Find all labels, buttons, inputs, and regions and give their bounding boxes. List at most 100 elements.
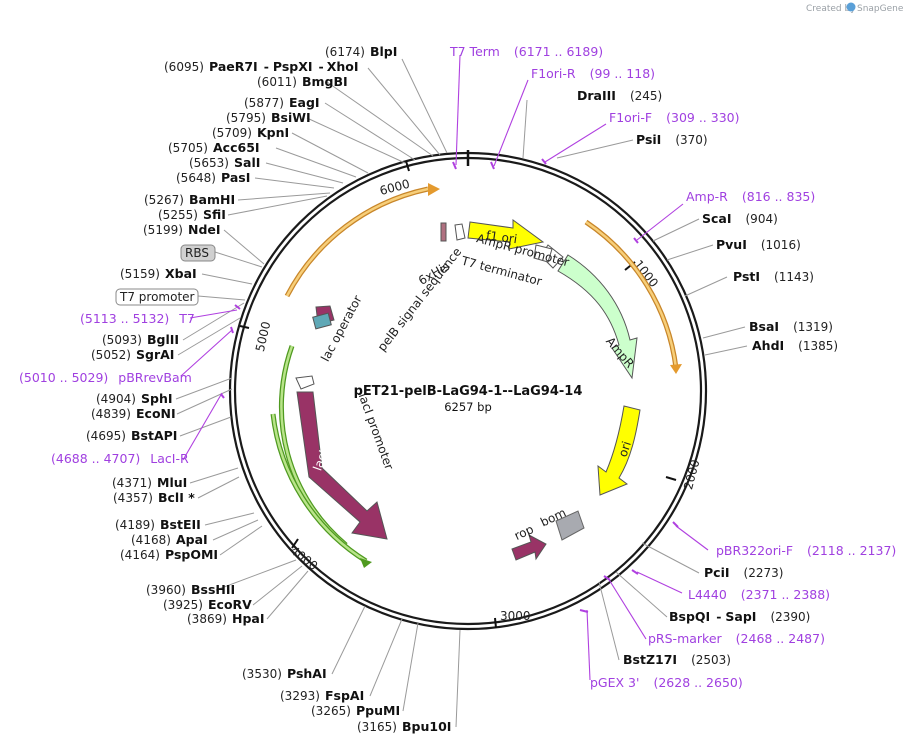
primer-prs-marker: pRS-marker(2468 .. 2487) bbox=[648, 631, 825, 646]
site-bstapi: (4695) BstAPI bbox=[86, 425, 177, 444]
site-mlui: (4371) MluI bbox=[112, 472, 187, 491]
site-sali: (5653) SalI bbox=[189, 152, 260, 171]
t7-promoter-label: T7 promoter bbox=[119, 290, 195, 304]
ori-arrow bbox=[597, 405, 641, 496]
ruler-tick bbox=[665, 476, 677, 481]
site-bsshii: (3960) BssHII bbox=[146, 579, 235, 598]
laci-promoter-arrow bbox=[295, 375, 315, 390]
orange-arc-right-fill bbox=[585, 220, 678, 369]
orange-arc-left-fill bbox=[285, 187, 429, 297]
ruler-label: 3000 bbox=[500, 609, 531, 623]
site-bsiwi: (5795) BsiWI bbox=[226, 107, 311, 126]
site-ahdi: AhdI(1385) bbox=[752, 338, 838, 353]
site-bamhi: (5267) BamHI bbox=[144, 189, 235, 208]
ruler-label: 4000 bbox=[288, 543, 321, 573]
orange-arc-right-head bbox=[670, 364, 682, 374]
site-pvui: PvuI(1016) bbox=[716, 237, 801, 252]
ruler-label: 5000 bbox=[253, 320, 274, 353]
ruler-tick bbox=[405, 160, 410, 172]
site-bstz17i: BstZ17I(2503) bbox=[623, 652, 731, 667]
primer-ticks bbox=[220, 158, 679, 613]
site-sgrai: (5052) SgrAI bbox=[91, 344, 174, 363]
plasmid-name: pET21-pelB-LaG94-1--LaG94-14 bbox=[354, 384, 583, 399]
pelb-label: pelB signal sequence bbox=[375, 245, 465, 354]
orange-arc-left bbox=[284, 186, 429, 298]
site-fspai: (3293) FspAI bbox=[280, 685, 364, 704]
site-draiii: DraIII(245) bbox=[577, 88, 662, 103]
site-ndei: (5199) NdeI bbox=[143, 219, 221, 238]
primer-f1ori-f: F1ori-F(309 .. 330) bbox=[609, 110, 739, 125]
primer-labels: T7 Term(6171 .. 6189) F1ori-R(99 .. 118)… bbox=[19, 44, 896, 690]
ruler-tick bbox=[239, 325, 250, 329]
site-ecorv: (3925) EcoRV bbox=[163, 594, 252, 613]
site-hpai: (3869) HpaI bbox=[187, 608, 265, 627]
primer-l4440: L4440(2371 .. 2388) bbox=[688, 587, 830, 602]
plasmid-size: 6257 bp bbox=[444, 400, 492, 414]
site-bmgbi: (6011) BmgBI bbox=[257, 71, 348, 90]
site-bcli: (4357) BclI * bbox=[113, 487, 195, 506]
primer-pbr322ori-f: pBR322ori-F(2118 .. 2137) bbox=[716, 543, 896, 558]
primer-t7-term: T7 Term(6171 .. 6189) bbox=[449, 44, 603, 59]
t7-promoter-box bbox=[115, 288, 199, 306]
credit-brand: SnapGene bbox=[857, 4, 904, 14]
site-bsai: BsaI(1319) bbox=[749, 319, 833, 334]
snapgene-logo-icon bbox=[846, 2, 856, 12]
site-scai: ScaI(904) bbox=[702, 211, 778, 226]
credit-prefix: Created by bbox=[806, 4, 856, 14]
site-paer7i: (6095) PaeR7I-PspXI-XhoI bbox=[164, 56, 359, 75]
primer-f1ori-r: F1ori-R(99 .. 118) bbox=[531, 66, 655, 81]
site-psii: PsiI(370) bbox=[636, 132, 708, 147]
primer-laci-r: (4688 .. 4707)LacI-R bbox=[51, 451, 189, 466]
primer-amp-r: Amp-R(816 .. 835) bbox=[686, 189, 815, 204]
site-econi: (4839) EcoNI bbox=[91, 403, 176, 422]
ruler-tick bbox=[291, 538, 299, 549]
boxed-labels: RBS T7 promoter bbox=[115, 244, 216, 306]
site-blpi: (6174) BlpI bbox=[325, 41, 397, 60]
ruler-tick bbox=[494, 617, 497, 629]
credit: Created by SnapGene bbox=[806, 2, 904, 14]
rbs-box bbox=[180, 244, 216, 262]
lac-operator-label: lac operator bbox=[318, 293, 365, 364]
t7-term-arrow bbox=[454, 223, 466, 241]
bom-box bbox=[555, 510, 585, 541]
ori-label: ori bbox=[616, 440, 634, 459]
site-xbai: (5159) XbaI bbox=[120, 263, 197, 282]
site-pshai: (3530) PshAI bbox=[242, 663, 327, 682]
site-kpni: (5709) KpnI bbox=[212, 122, 289, 141]
site-pcii: PciI(2273) bbox=[704, 565, 783, 580]
laci-arrow bbox=[296, 391, 388, 540]
site-bspqi: BspQI-SapI(2390) bbox=[669, 609, 810, 624]
site-apai: (4168) ApaI bbox=[131, 529, 208, 548]
site-bsteii: (4189) BstEII bbox=[115, 514, 201, 533]
primer-pgex3: pGEX 3'(2628 .. 2650) bbox=[590, 675, 743, 690]
site-pasi: (5648) PasI bbox=[176, 167, 250, 186]
site-bglii: (5093) BglII bbox=[102, 329, 179, 348]
rbs-label: RBS bbox=[185, 246, 209, 260]
site-pspomi: (4164) PspOMI bbox=[120, 544, 218, 563]
f1-ori-label: f1 ori bbox=[485, 228, 518, 246]
site-eagi: (5877) EagI bbox=[244, 92, 320, 111]
green-arc-head bbox=[360, 558, 372, 568]
orange-arc-left-head bbox=[428, 183, 440, 196]
laci-promoter-label: lacI promoter bbox=[356, 391, 397, 471]
his-tag-box bbox=[312, 312, 332, 330]
site-sfii: (5255) SfiI bbox=[158, 204, 226, 223]
small-feature-box bbox=[533, 244, 553, 263]
ampr-arrow bbox=[557, 254, 638, 380]
site-bpu10i: (3165) Bpu10I bbox=[357, 716, 451, 735]
primer-pbrrevbam: (5010 .. 5029)pBRrevBam bbox=[19, 370, 192, 385]
features: f1 ori ori lacI bbox=[270, 183, 682, 568]
leader-lines bbox=[175, 58, 748, 728]
green-arc-outer-fill bbox=[271, 413, 367, 563]
site-psti: PstI(1143) bbox=[733, 269, 814, 284]
ruler-label: 2000 bbox=[681, 458, 702, 491]
site-acc65i: (5705) Acc65I bbox=[168, 137, 260, 156]
site-ppumi: (3265) PpuMI bbox=[311, 700, 400, 719]
rop-arrow bbox=[511, 534, 547, 561]
site-labels: (6174) BlpI (6095) PaeR7I-PspXI-XhoI (60… bbox=[86, 41, 838, 735]
primer-leaders bbox=[180, 54, 709, 681]
site-sphi: (4904) SphI bbox=[96, 388, 173, 407]
f1-ori-arrow bbox=[467, 219, 545, 250]
primer-t7: (5113 .. 5132)T7 bbox=[80, 311, 195, 326]
